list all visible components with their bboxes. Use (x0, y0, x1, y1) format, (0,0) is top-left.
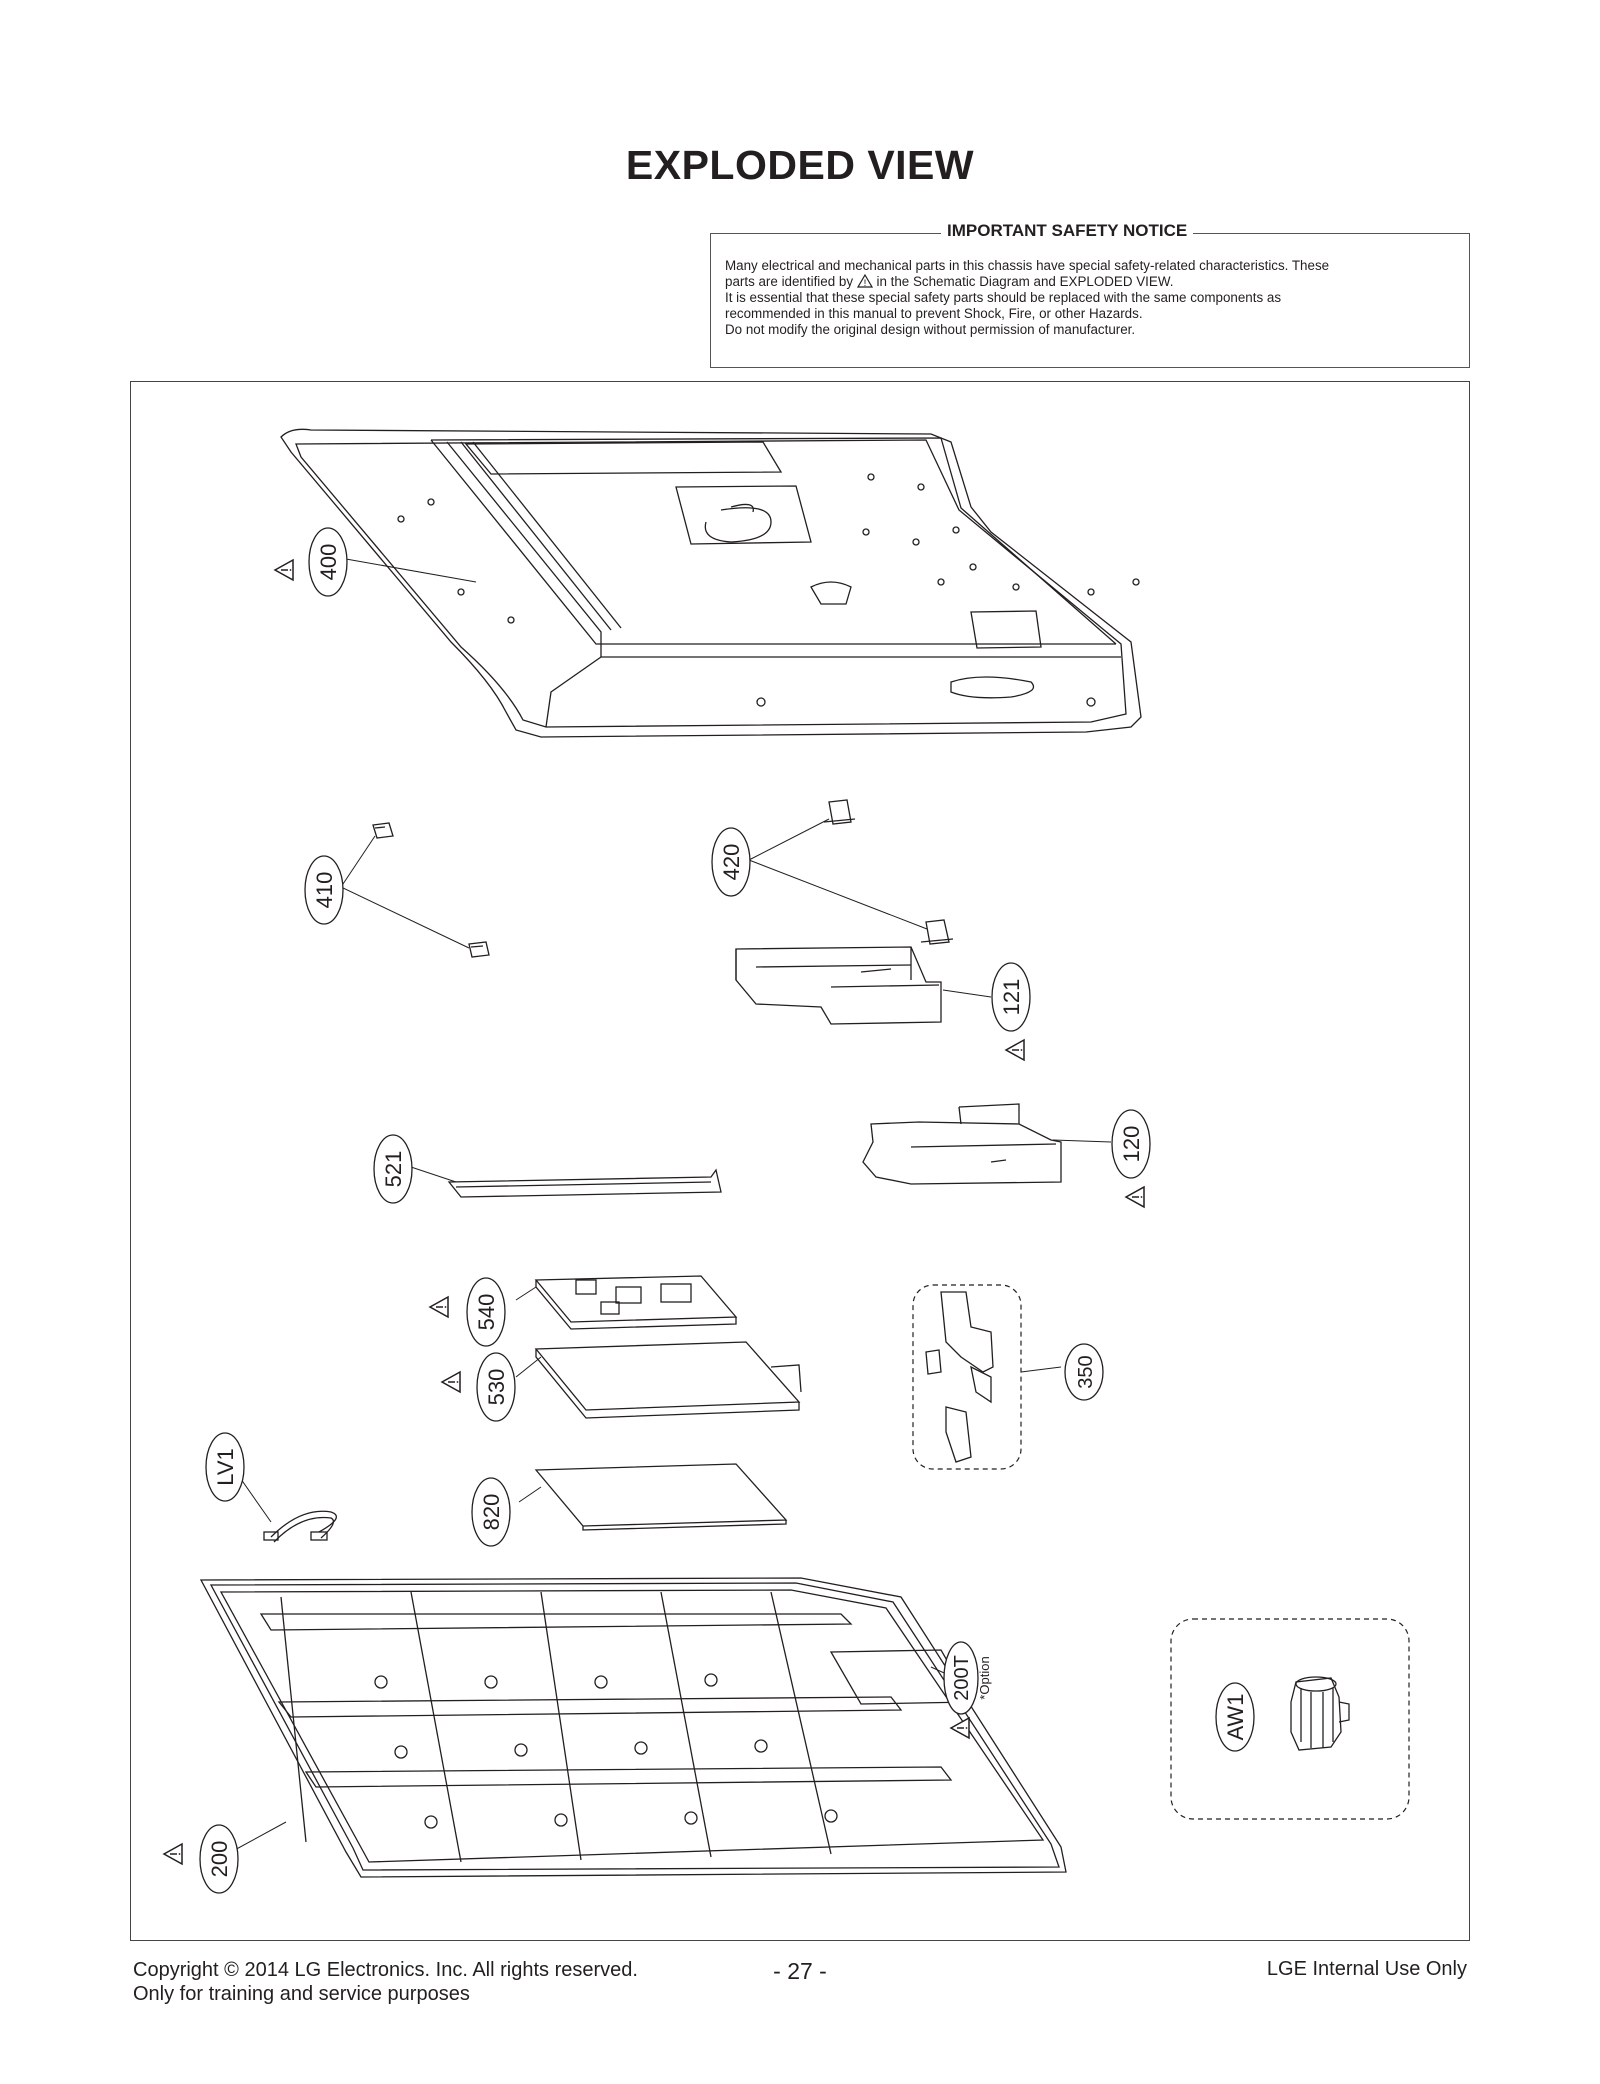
part-label-420: 420 (719, 844, 744, 881)
leader-line-410b (340, 886, 470, 949)
safety-notice-title: IMPORTANT SAFETY NOTICE (941, 221, 1194, 241)
leader-line-410a (340, 835, 376, 888)
warning-triangle-icon (1125, 1186, 1145, 1208)
part-label-530: 530 (484, 1369, 509, 1406)
speaker-121-drawing (735, 946, 942, 1025)
notice-line: Do not modify the original design withou… (725, 322, 1136, 337)
safety-notice-box: IMPORTANT SAFETY NOTICE Many electrical … (710, 221, 1470, 368)
part-group-350-outline (912, 1284, 1022, 1470)
part-bubble-350 (1064, 1343, 1104, 1401)
svg-text:!: ! (864, 278, 867, 288)
bar-521-drawing (447, 1168, 722, 1198)
part-bubble-120 (1111, 1109, 1151, 1179)
part-label-200t: 200T (951, 1655, 973, 1701)
warning-triangle-icon (1005, 1039, 1025, 1061)
part-label-lv1: LV1 (213, 1448, 238, 1486)
cable-lv1-drawing (263, 1510, 337, 1543)
leader-line-540 (515, 1286, 537, 1301)
part-bubble-820 (471, 1477, 511, 1547)
part-label-820: 820 (479, 1494, 504, 1531)
page-title: EXPLODED VIEW (625, 142, 975, 188)
notice-line-part: in the Schematic Diagram and EXPLODED VI… (876, 274, 1174, 289)
leader-line-530 (515, 1356, 542, 1378)
footer-internal-note: LGE Internal Use Only (1266, 1958, 1467, 1980)
part-bubble-420 (711, 827, 751, 897)
leader-line-420b (748, 859, 928, 930)
part-bubble-aw1 (1215, 1682, 1255, 1752)
part-group-aw1-outline (1170, 1618, 1410, 1820)
leader-line-420a (748, 818, 830, 861)
notice-line: recommended in this manual to prevent Sh… (725, 306, 1143, 321)
part-bubble-530 (476, 1352, 516, 1422)
leader-line-350 (1020, 1366, 1062, 1373)
part-bubble-540 (466, 1277, 506, 1347)
footer-copyright-block: Copyright © 2014 LG Electronics. Inc. Al… (133, 1958, 638, 2006)
warning-triangle-icon (163, 1843, 183, 1865)
leader-line-120 (1052, 1139, 1112, 1143)
bracket-420-drawing (823, 799, 954, 945)
power-board-530-drawing (534, 1341, 802, 1419)
notice-line: Many electrical and mechanical parts in … (725, 258, 1330, 273)
part-bubble-521 (373, 1134, 413, 1204)
footer-training-note: Only for training and service purposes (133, 1983, 470, 2005)
part-label-521: 521 (381, 1151, 406, 1188)
warning-triangle-icon (441, 1371, 461, 1393)
part-bubble-410 (304, 855, 344, 925)
back-cover-drawing (280, 428, 1142, 738)
option-note: *Option (977, 1656, 992, 1699)
part-bubble-200 (199, 1824, 239, 1894)
part-bubble-121 (991, 962, 1031, 1032)
warning-triangle-icon (274, 559, 294, 581)
part-bubble-lv1 (205, 1432, 245, 1502)
exploded-view-drawing: 400 410 420 (163, 428, 1410, 1894)
part-label-121: 121 (999, 979, 1024, 1016)
part-bubble-400 (308, 527, 348, 597)
warning-triangle-icon (429, 1296, 449, 1318)
leader-line-200 (230, 1821, 287, 1853)
main-frame-200-drawing (199, 1577, 1067, 1878)
warning-triangle-icon: ! (856, 274, 873, 288)
page-number: - 27 - (773, 1958, 827, 1984)
leader-line-820 (518, 1486, 542, 1503)
speaker-120-drawing (862, 1103, 1062, 1185)
exploded-view-diagram: 400 410 420 (130, 381, 1470, 1941)
part-label-400: 400 (316, 544, 341, 581)
footer-copyright: Copyright © 2014 LG Electronics. Inc. Al… (133, 1959, 638, 1981)
parts-350-drawing (925, 1291, 994, 1463)
warning-triangle-icon (950, 1717, 970, 1739)
part-label-120: 120 (1119, 1126, 1144, 1163)
bracket-410-drawing (372, 822, 490, 958)
notice-line: parts are identified by ! in the Schemat… (725, 274, 1455, 290)
notice-line-part: parts are identified by (725, 274, 854, 289)
shield-820-drawing (534, 1463, 788, 1531)
part-aw1-drawing (1290, 1676, 1350, 1751)
main-board-540-drawing (534, 1275, 738, 1330)
leader-line-121 (942, 989, 992, 998)
part-bubble-200t (943, 1641, 979, 1715)
safety-notice-body: Many electrical and mechanical parts in … (725, 258, 1455, 338)
notice-line: It is essential that these special safet… (725, 290, 1282, 305)
part-label-540: 540 (474, 1294, 499, 1331)
part-label-200: 200 (207, 1841, 232, 1878)
leader-line-400 (345, 558, 477, 583)
part-label-350: 350 (1075, 1355, 1097, 1388)
leader-line-521 (410, 1166, 457, 1183)
part-label-410: 410 (312, 872, 337, 909)
part-label-aw1: AW1 (1223, 1694, 1248, 1741)
